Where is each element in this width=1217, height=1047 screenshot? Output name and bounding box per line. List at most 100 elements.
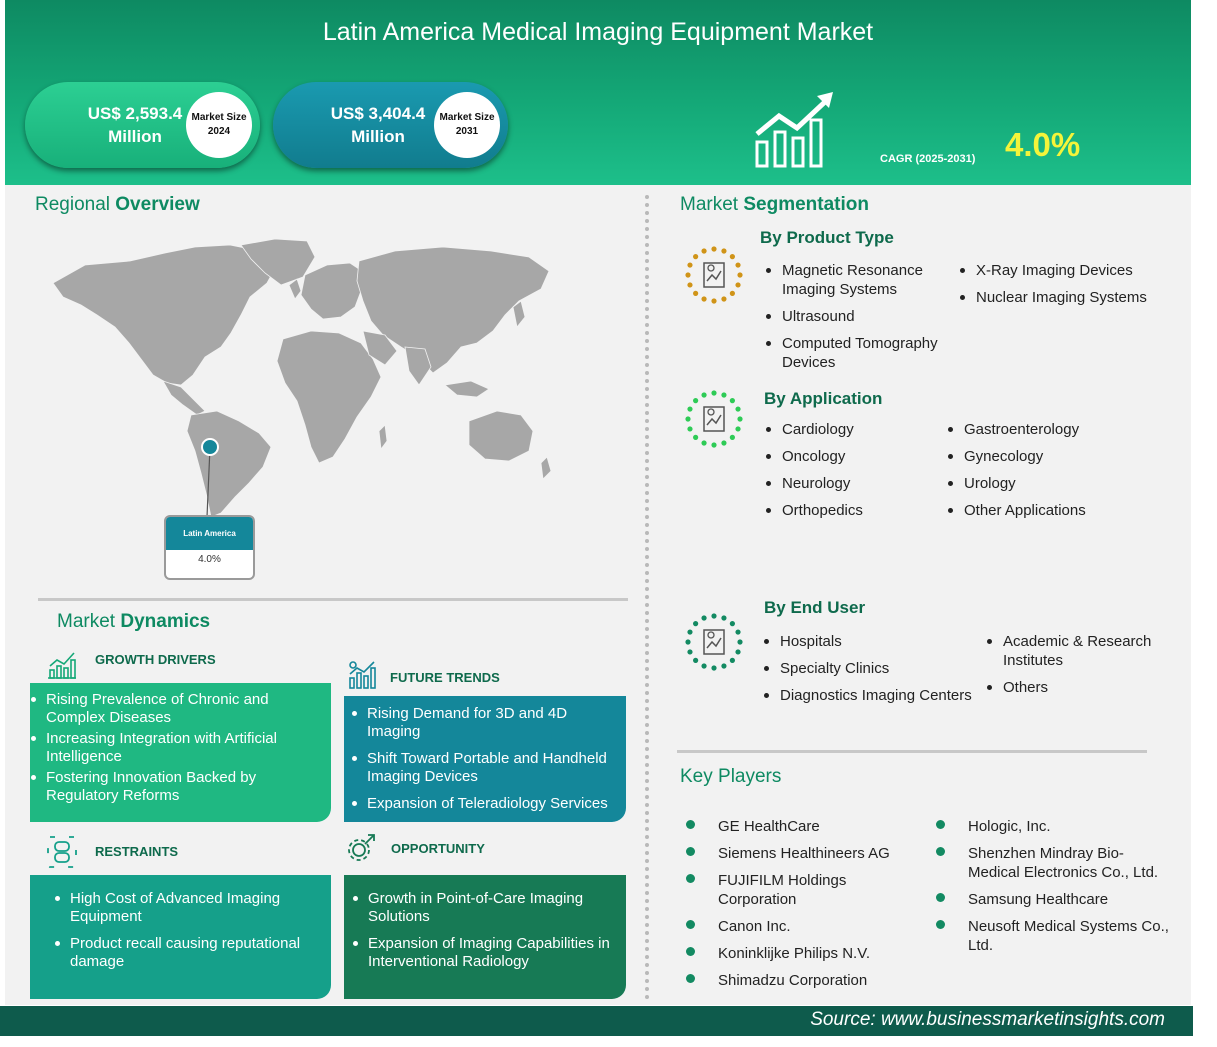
ring-dot [693,434,699,440]
key-player-name: FUJIFILM Holdings Corporation [718,872,847,908]
card-item-text: Expansion of Teleradiology Services [367,795,608,812]
ring-dot [711,613,717,619]
market-size-2024-value: US$ 2,593.4 [87,104,183,123]
ring-dot [729,621,735,627]
title-part: Market [680,194,739,215]
key-player-item: Neusoft Medical Systems Co., Ltd. [934,917,1174,955]
list-item-text: Others [1003,679,1049,696]
ring-dot [729,398,735,404]
bullet-icon [766,314,771,319]
ring-dot [693,290,699,296]
key-player-item: FUJIFILM Holdings Corporation [684,871,914,909]
bullet-icon [766,481,771,486]
key-player-item: Canon Inc. [684,917,914,936]
bullet-icon [352,801,357,806]
ring-dot [701,663,707,669]
future-trends-heading: FUTURE TRENDS [390,670,500,685]
bullet-icon [960,268,965,273]
ring-dot [711,298,717,304]
bar-chart-icon [349,661,376,689]
list-item-text: X-Ray Imaging Devices [976,262,1133,279]
bullet-icon [766,454,771,459]
key-player-name: Samsung Healthcare [968,891,1109,908]
by-end-user-heading: By End User [764,598,866,617]
list-item: Diagnostics Imaging Centers [762,686,977,705]
ring-dot [711,246,717,252]
list-item-text: Oncology [782,448,846,465]
document-chart-icon [685,390,743,448]
list-item-text: Magnetic Resonance Imaging Systems [782,262,923,298]
bullet-icon [764,666,769,671]
card-item-text: Growth in Point-of-Care Imaging Solution… [368,890,584,925]
title-part-bold: Overview [115,194,200,215]
market-size-2031-badge: Market Size 2031 [434,92,500,158]
bullet-icon [352,711,357,716]
ring-dot [693,657,699,663]
list-item-text: Hospitals [780,633,842,650]
restraints-heading: RESTRAINTS [95,844,179,859]
header-banner: Latin America Medical Imaging Equipment … [5,0,1191,185]
list-item: Orthopedics [764,501,934,520]
region-callout-label: Latin America [166,517,253,550]
list-item-text: Gastroenterology [964,421,1080,438]
key-player-item: Siemens Healthineers AG [684,844,914,863]
bullet-icon [987,685,992,690]
bullet-icon [55,941,60,946]
bullet-icon [936,920,945,929]
title-part-bold: Dynamics [120,611,211,632]
bullet-icon [766,427,771,432]
ring-dot [687,262,693,268]
ring-dot [729,290,735,296]
bullet-icon [686,920,695,929]
card-item-text: Fostering Innovation Backed by Regulator… [46,769,257,804]
growth-drivers-list: Rising Prevalence of Chronic and Complex… [30,683,331,805]
growth-chart-icon [755,92,833,168]
ring-dot [687,406,693,412]
region-callout: Latin America 4.0% [164,515,255,580]
list-item-text: Urology [964,475,1016,492]
card-item-text: Shift Toward Portable and Handheld Imagi… [367,750,607,785]
opportunity-list: Growth in Point-of-Care Imaging Solution… [344,875,626,971]
ring-dot [737,416,743,422]
card-item-text: Increasing Integration with Artificial I… [46,730,277,765]
ring-dot [687,629,693,635]
ring-dot [721,296,727,302]
key-player-name: Siemens Healthineers AG [718,845,890,862]
world-map [52,238,552,518]
card-item: Expansion of Imaging Capabilities in Int… [352,935,616,971]
market-size-2031-pill: US$ 3,404.4 Million Market Size 2031 [273,82,508,168]
card-item-text: Expansion of Imaging Capabilities in Int… [368,935,610,970]
ring-dot [721,248,727,254]
market-size-2024-badge: Market Size 2024 [186,92,252,158]
key-player-item: GE HealthCare [684,817,914,836]
document-chart-icon [685,613,743,671]
ring-dot [721,663,727,669]
key-player-name: Hologic, Inc. [968,818,1051,835]
ring-dot [735,649,741,655]
gear-icon [348,834,375,861]
key-player-name: Neusoft Medical Systems Co., Ltd. [968,918,1169,954]
list-item: Gastroenterology [946,420,1146,439]
source-text: Source: www.businessmarketinsights.com [810,1009,1165,1030]
card-item-text: Rising Prevalence of Chronic and Complex… [46,691,269,726]
list-item: Cardiology [764,420,934,439]
ring-dot [693,254,699,260]
list-item-text: Orthopedics [782,502,863,519]
opportunity-heading: OPPORTUNITY [391,841,485,856]
bullet-icon [948,508,953,513]
title-part-bold: Segmentation [743,194,869,215]
ring-dot [701,248,707,254]
ring-dot [693,621,699,627]
bullet-icon [766,268,771,273]
growth-drivers-heading: GROWTH DRIVERS [95,652,216,667]
list-item-text: Computed Tomography Devices [782,335,938,371]
card-item-text: Rising Demand for 3D and 4D Imaging [367,705,568,740]
ring-dot [735,629,741,635]
key-player-name: Shenzhen Mindray Bio-Medical Electronics… [968,845,1159,881]
ring-dot [685,272,691,278]
bullet-icon [55,896,60,901]
